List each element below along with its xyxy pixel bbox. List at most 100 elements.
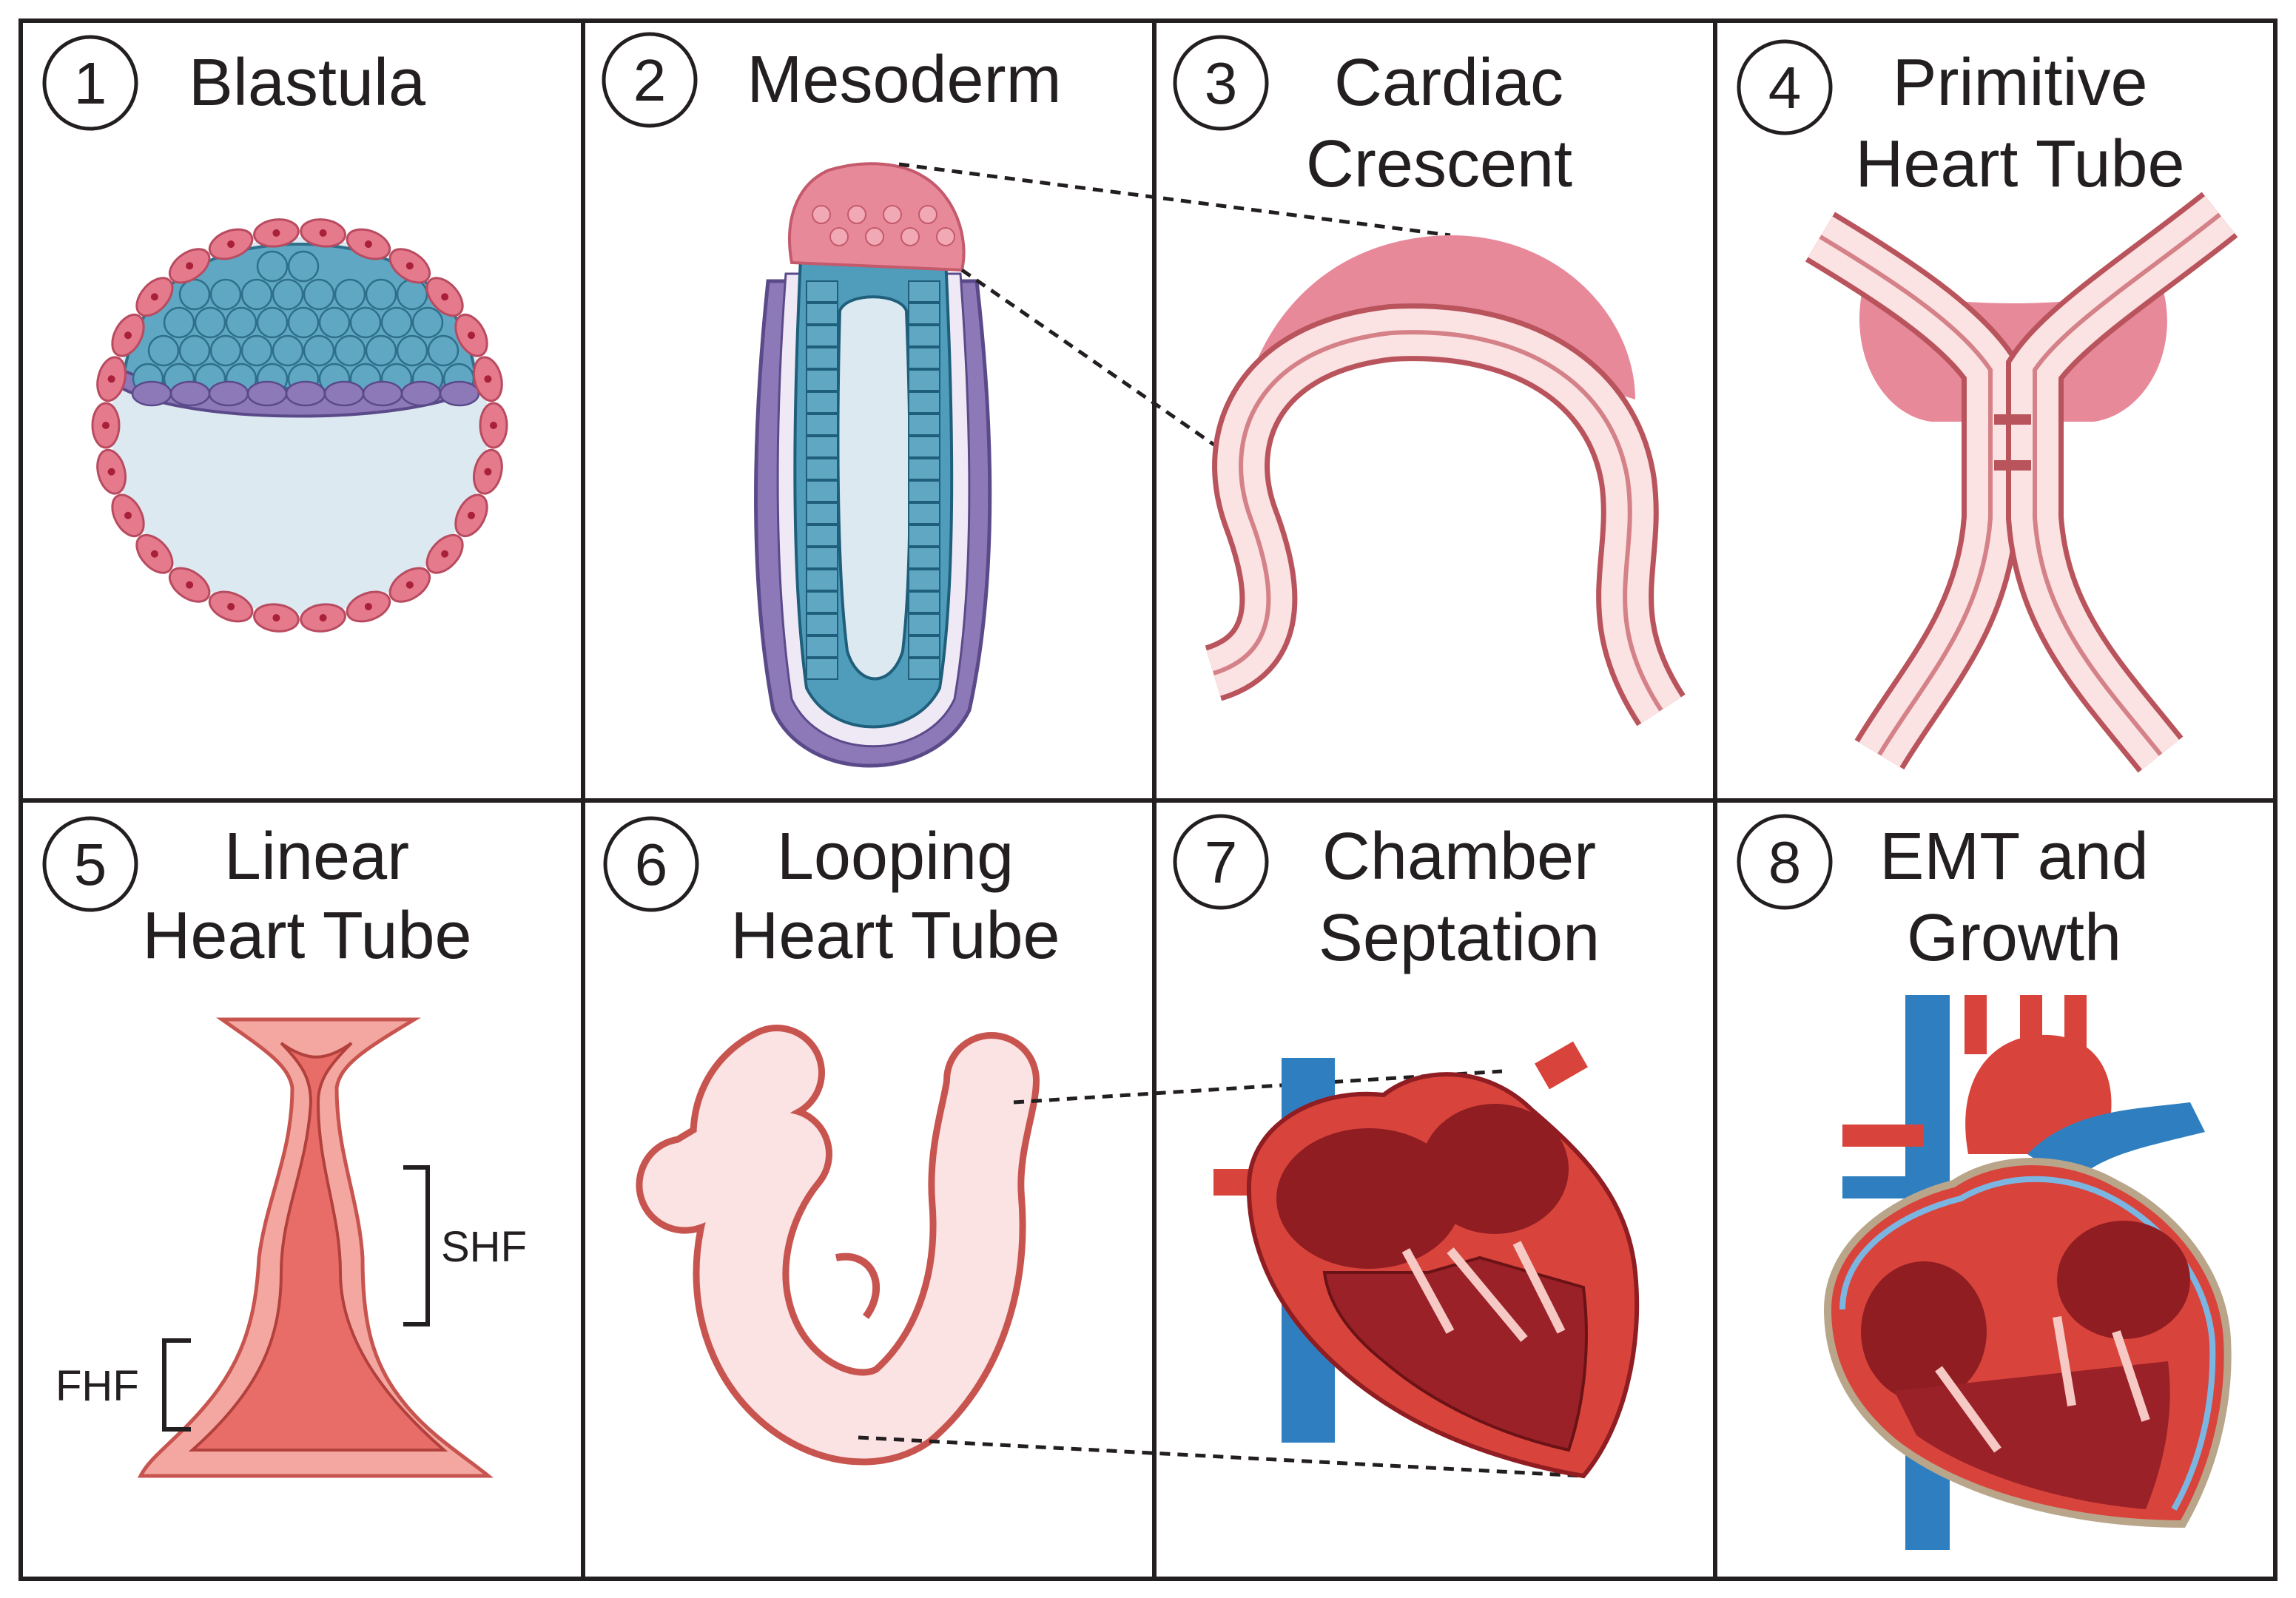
inner-cell xyxy=(163,306,195,339)
inner-cell xyxy=(147,334,180,367)
trophoblast-cell xyxy=(208,590,254,623)
number-badge-4 xyxy=(1737,39,1833,135)
trophoblast-cell xyxy=(454,493,488,538)
trophoblast-cell xyxy=(91,402,121,449)
trophoblast-cell xyxy=(454,313,488,357)
panel-6-title-line-1: Looping xyxy=(777,820,1014,894)
trophoblast-cell xyxy=(425,533,464,574)
epithelial-cell xyxy=(806,591,838,613)
primitive-tube-midline xyxy=(2033,212,2221,756)
mesoderm-cap-cell xyxy=(865,227,884,246)
epithelial-cell xyxy=(806,613,838,636)
inner-cell xyxy=(178,334,211,367)
panel-8-title-line-1: EMT and xyxy=(1879,820,2149,894)
trophoblast-cell xyxy=(253,218,300,248)
panel-5-title-line-1: Linear xyxy=(224,820,409,894)
epithelial-cell xyxy=(908,280,940,303)
inner-cell xyxy=(380,306,413,339)
panel-1-number: 1 xyxy=(74,50,107,116)
number-badge-7 xyxy=(1173,814,1269,910)
septation-left-atrium xyxy=(1276,1128,1461,1269)
epithelial-cell xyxy=(908,391,940,414)
trophoblast-cell xyxy=(253,603,300,633)
mesoderm-cap-cell xyxy=(883,205,902,224)
panel-4-title-line-1: Primitive xyxy=(1892,46,2147,120)
inner-cell xyxy=(334,334,366,367)
cardiac-crescent-illustration xyxy=(1203,235,1686,726)
inner-cell xyxy=(396,278,428,311)
epithelial-cell xyxy=(806,303,838,325)
inner-cell xyxy=(365,334,397,367)
epithelial-cell xyxy=(806,391,838,414)
trophoblast-cell xyxy=(111,493,145,538)
panel-8-title-line-2: Growth xyxy=(1907,901,2121,975)
hypoblast-cell xyxy=(208,380,249,407)
trophoblast-cell xyxy=(135,277,174,317)
panel-3-title-line-2: Crescent xyxy=(1306,127,1572,201)
epithelial-cell xyxy=(908,347,940,369)
shf-bracket xyxy=(403,1165,430,1326)
epithelial-cell xyxy=(806,458,838,480)
panel-grid xyxy=(18,18,2278,1581)
septation-right-atrium xyxy=(1421,1104,1569,1234)
trophoblast-cell xyxy=(425,277,464,317)
linear-heart-tube-illustration xyxy=(137,1017,494,1478)
panel-3-number: 3 xyxy=(1205,50,1238,116)
hypoblast-cell xyxy=(400,380,442,407)
panel-2-number: 2 xyxy=(633,47,667,113)
epithelial-cell xyxy=(806,480,838,502)
trophoblast-cell xyxy=(111,313,145,357)
mesoderm-illustration xyxy=(754,162,992,768)
panel-7-title-line-2: Septation xyxy=(1319,901,1600,975)
growth-left-chamber xyxy=(1861,1261,1987,1402)
septation-ventricles xyxy=(1322,1255,1588,1452)
mesoderm-lumen xyxy=(836,295,912,681)
panel-6-number: 6 xyxy=(635,832,668,897)
trophoblast-cell xyxy=(479,402,508,449)
primitive-tubes xyxy=(1805,192,2238,773)
fhf-label: FHF xyxy=(55,1362,139,1410)
hypoblast-cell xyxy=(362,380,403,407)
mesoderm-cap-cell xyxy=(812,205,831,224)
panel-7-title-line-1: Chamber xyxy=(1322,820,1596,894)
primitive-tube-midline xyxy=(1819,235,1993,756)
hypoblast-cell xyxy=(246,380,288,407)
inner-cell xyxy=(178,278,211,311)
trophoblast-cell xyxy=(388,248,431,284)
epithelial-cell xyxy=(908,502,940,525)
epithelial-cell xyxy=(806,547,838,569)
number-badge-3 xyxy=(1173,35,1269,131)
shf-label: SHF xyxy=(441,1223,527,1271)
mesoderm-cap-cell xyxy=(829,227,849,246)
epithelial-cell xyxy=(806,369,838,391)
epithelial-cell xyxy=(908,547,940,569)
trophoblast-cell xyxy=(472,448,503,495)
epithelial-cell xyxy=(908,414,940,436)
trophoblast-cell xyxy=(346,590,391,623)
growth-right-chamber xyxy=(2057,1221,2190,1339)
emt-growth-illustration xyxy=(1823,995,2232,1550)
inner-cell xyxy=(272,278,304,311)
epithelial-cell xyxy=(806,414,838,436)
trophoblast-cell xyxy=(346,228,391,260)
inner-cell xyxy=(303,334,335,367)
number-badges xyxy=(42,32,1833,912)
epithelial-cell xyxy=(806,525,838,547)
mesoderm-cap-cell xyxy=(936,227,955,246)
hypoblast-cell xyxy=(285,380,326,407)
fhf-bracket xyxy=(162,1338,191,1432)
primitive-heart-tube-illustration xyxy=(1805,192,2238,773)
epithelial-cell xyxy=(806,325,838,347)
septation-valves xyxy=(1401,1241,1566,1342)
panel-4-number: 4 xyxy=(1768,55,1802,121)
number-badge-1 xyxy=(42,35,138,131)
panel-5-number: 5 xyxy=(74,832,107,897)
epithelial-cell xyxy=(908,636,940,658)
inner-cell xyxy=(256,250,289,283)
epithelial-cell xyxy=(806,636,838,658)
blastula-trophoblast-ring xyxy=(91,218,508,633)
inner-cell xyxy=(318,306,351,339)
inner-cell xyxy=(396,334,428,367)
number-badge-6 xyxy=(603,816,699,912)
